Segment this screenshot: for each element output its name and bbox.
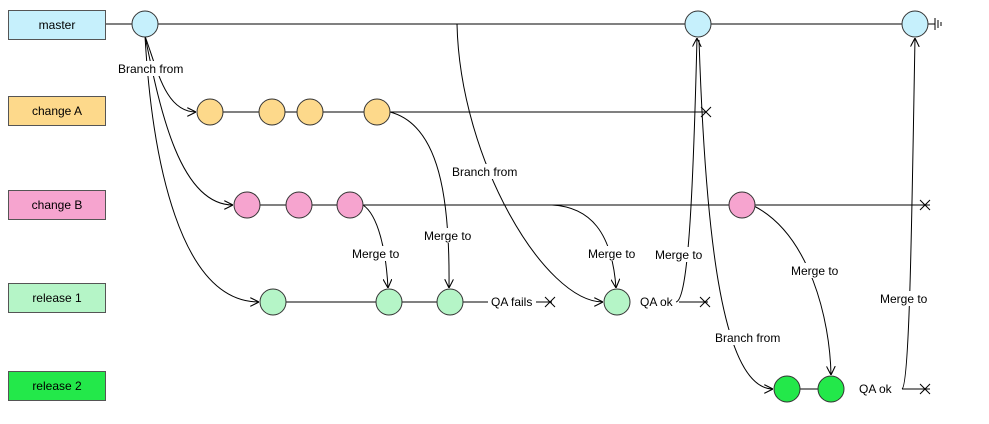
commit-master-1 bbox=[131, 10, 159, 38]
commit-master-3 bbox=[901, 10, 929, 38]
label-merge-master-to-r1: Merge to bbox=[588, 247, 636, 261]
lane-label-change-b: change B bbox=[31, 198, 83, 212]
commit-release-2-2 bbox=[817, 375, 845, 403]
label-merge-b-to-r1: Merge to bbox=[352, 247, 400, 261]
master-timeline bbox=[106, 18, 942, 30]
commit-release-2-1 bbox=[773, 375, 801, 403]
commit-change-b-2 bbox=[285, 191, 313, 219]
merge-curve-b-to-r2 bbox=[753, 205, 831, 375]
label-merge-a-to-r1: Merge to bbox=[424, 229, 472, 243]
branch-curve-release-2 bbox=[698, 39, 773, 389]
merge-curve-master-to-r1 bbox=[551, 204, 616, 288]
end-crosses bbox=[544, 106, 931, 395]
lane-label-release-2: release 2 bbox=[32, 379, 82, 393]
commit-change-b-4 bbox=[728, 191, 756, 219]
lane-master: master bbox=[8, 10, 106, 40]
label-branch-from-release-1: Branch from bbox=[452, 165, 517, 179]
branch-curve-release-1 bbox=[144, 35, 259, 302]
branch-curve-master-to-release-1 bbox=[456, 23, 603, 302]
commit-release-1-1 bbox=[259, 288, 287, 316]
commit-change-b-1 bbox=[233, 191, 261, 219]
label-merge-b-to-r2: Merge to bbox=[791, 264, 839, 278]
commit-change-b-3 bbox=[336, 191, 364, 219]
commit-change-a-3 bbox=[296, 98, 324, 126]
merge-curve-r1-to-master bbox=[675, 38, 697, 303]
lane-release-2: release 2 bbox=[8, 371, 106, 401]
lane-label-release-1: release 1 bbox=[32, 291, 82, 305]
label-branch-from-master: Branch from bbox=[118, 62, 183, 76]
commit-master-2 bbox=[684, 10, 712, 38]
commit-change-a-4 bbox=[363, 98, 391, 126]
label-qa-ok-release-1: QA ok bbox=[640, 295, 674, 309]
label-qa-fails: QA fails bbox=[491, 295, 532, 309]
commit-release-1-4 bbox=[603, 288, 631, 316]
commit-change-a-2 bbox=[258, 98, 286, 126]
label-qa-ok-release-2: QA ok bbox=[859, 382, 893, 396]
lane-label-master: master bbox=[38, 18, 76, 32]
label-branch-from-release-2: Branch from bbox=[715, 331, 780, 345]
label-merge-r2-to-master: Merge to bbox=[880, 292, 928, 306]
lane-change-b: change B bbox=[8, 190, 106, 220]
label-merge-r1-to-master: Merge to bbox=[655, 248, 703, 262]
merge-curve-a-to-r1 bbox=[389, 111, 449, 288]
commit-release-1-3 bbox=[436, 288, 464, 316]
lane-label-change-a: change A bbox=[31, 104, 83, 118]
commit-change-a-1 bbox=[196, 98, 224, 126]
merge-curve-b-to-r1 bbox=[362, 204, 388, 288]
branch-curve-change-a bbox=[144, 35, 196, 112]
commit-release-1-2 bbox=[375, 288, 403, 316]
merge-curve-r2-to-master bbox=[901, 38, 915, 390]
lane-change-a: change A bbox=[8, 96, 106, 126]
lane-release-1: release 1 bbox=[8, 283, 106, 313]
